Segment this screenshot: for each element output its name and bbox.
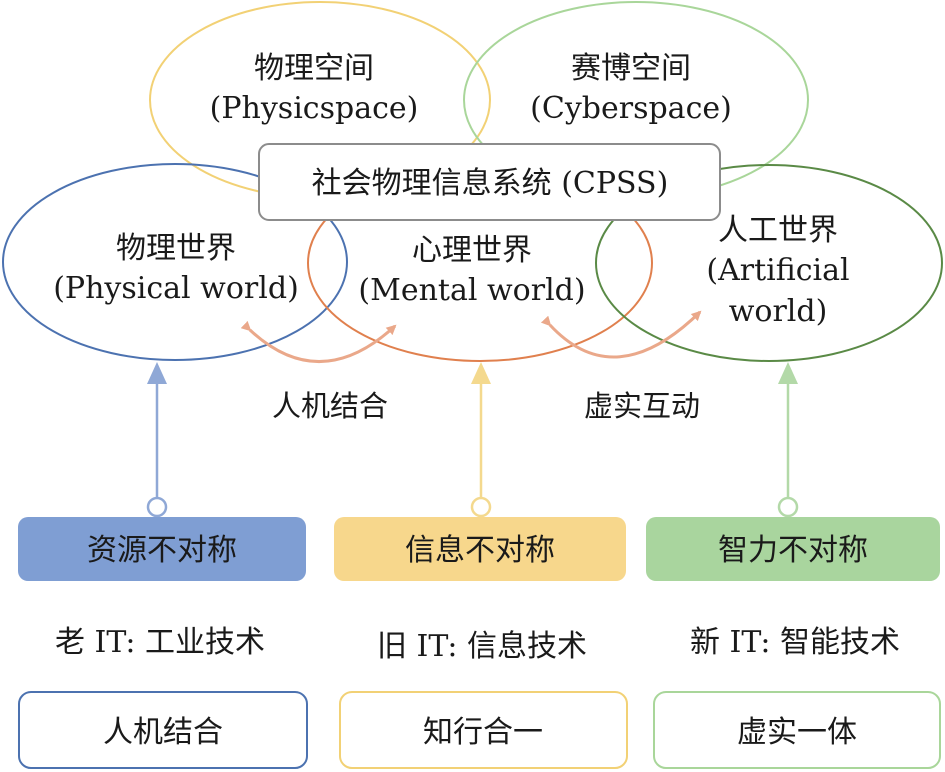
virtual-real-label: 虚实一体 <box>737 715 857 750</box>
mental-world-subtitle: (Mental world) <box>358 273 585 308</box>
yellow-up-arrowhead <box>471 362 491 384</box>
resource-asymmetry-box <box>18 517 306 581</box>
blue-arrow-origin <box>146 496 168 518</box>
cpss-box <box>258 143 721 221</box>
cyber-space-title: 赛博空间 <box>571 51 691 86</box>
information-asymmetry-box <box>334 517 626 581</box>
mental-world-title: 心理世界 <box>412 233 532 268</box>
artificial-world-subtitle-1: (Artificial <box>706 253 849 288</box>
interaction-label-right: 虚实互动 <box>584 389 700 423</box>
resource-asymmetry-label: 资源不对称 <box>87 533 237 568</box>
artificial-world-title: 人工世界 <box>718 213 838 248</box>
physical-space-title: 物理空间 <box>254 51 374 86</box>
virtual-real-double-arrow <box>540 310 702 359</box>
interaction-label-left: 人机结合 <box>272 389 388 423</box>
artificial-world-subtitle-2: world) <box>729 294 828 329</box>
green-up-arrowhead <box>778 362 798 384</box>
physical-world-subtitle: (Physical world) <box>53 271 299 306</box>
human-machine-label: 人机结合 <box>103 715 223 750</box>
human-machine-box <box>18 691 308 769</box>
old-it-label: 老 IT: 工业技术 <box>55 625 265 660</box>
legacy-it-label: 旧 IT: 信息技术 <box>377 629 587 664</box>
artificial-world-ellipse <box>595 164 943 362</box>
yellow-arrow-origin <box>470 496 492 518</box>
intelligence-asymmetry-label: 智力不对称 <box>718 533 868 568</box>
physical-world-title: 物理世界 <box>116 231 236 266</box>
blue-up-arrowhead <box>147 362 167 384</box>
knowing-doing-label: 知行合一 <box>423 715 543 750</box>
information-asymmetry-label: 信息不对称 <box>405 533 555 568</box>
physical-space-subtitle: (Physicspace) <box>210 91 419 126</box>
knowing-doing-box <box>339 691 628 769</box>
new-it-label: 新 IT: 智能技术 <box>690 625 900 660</box>
cyber-space-subtitle: (Cyberspace) <box>530 91 732 126</box>
cpss-label: 社会物理信息系统 (CPSS) <box>312 166 669 201</box>
virtual-real-box <box>653 691 941 769</box>
physical-world-ellipse <box>2 163 348 361</box>
green-arrow-origin <box>777 496 799 518</box>
human-machine-double-arrow <box>240 320 397 363</box>
intelligence-asymmetry-box <box>646 517 940 581</box>
